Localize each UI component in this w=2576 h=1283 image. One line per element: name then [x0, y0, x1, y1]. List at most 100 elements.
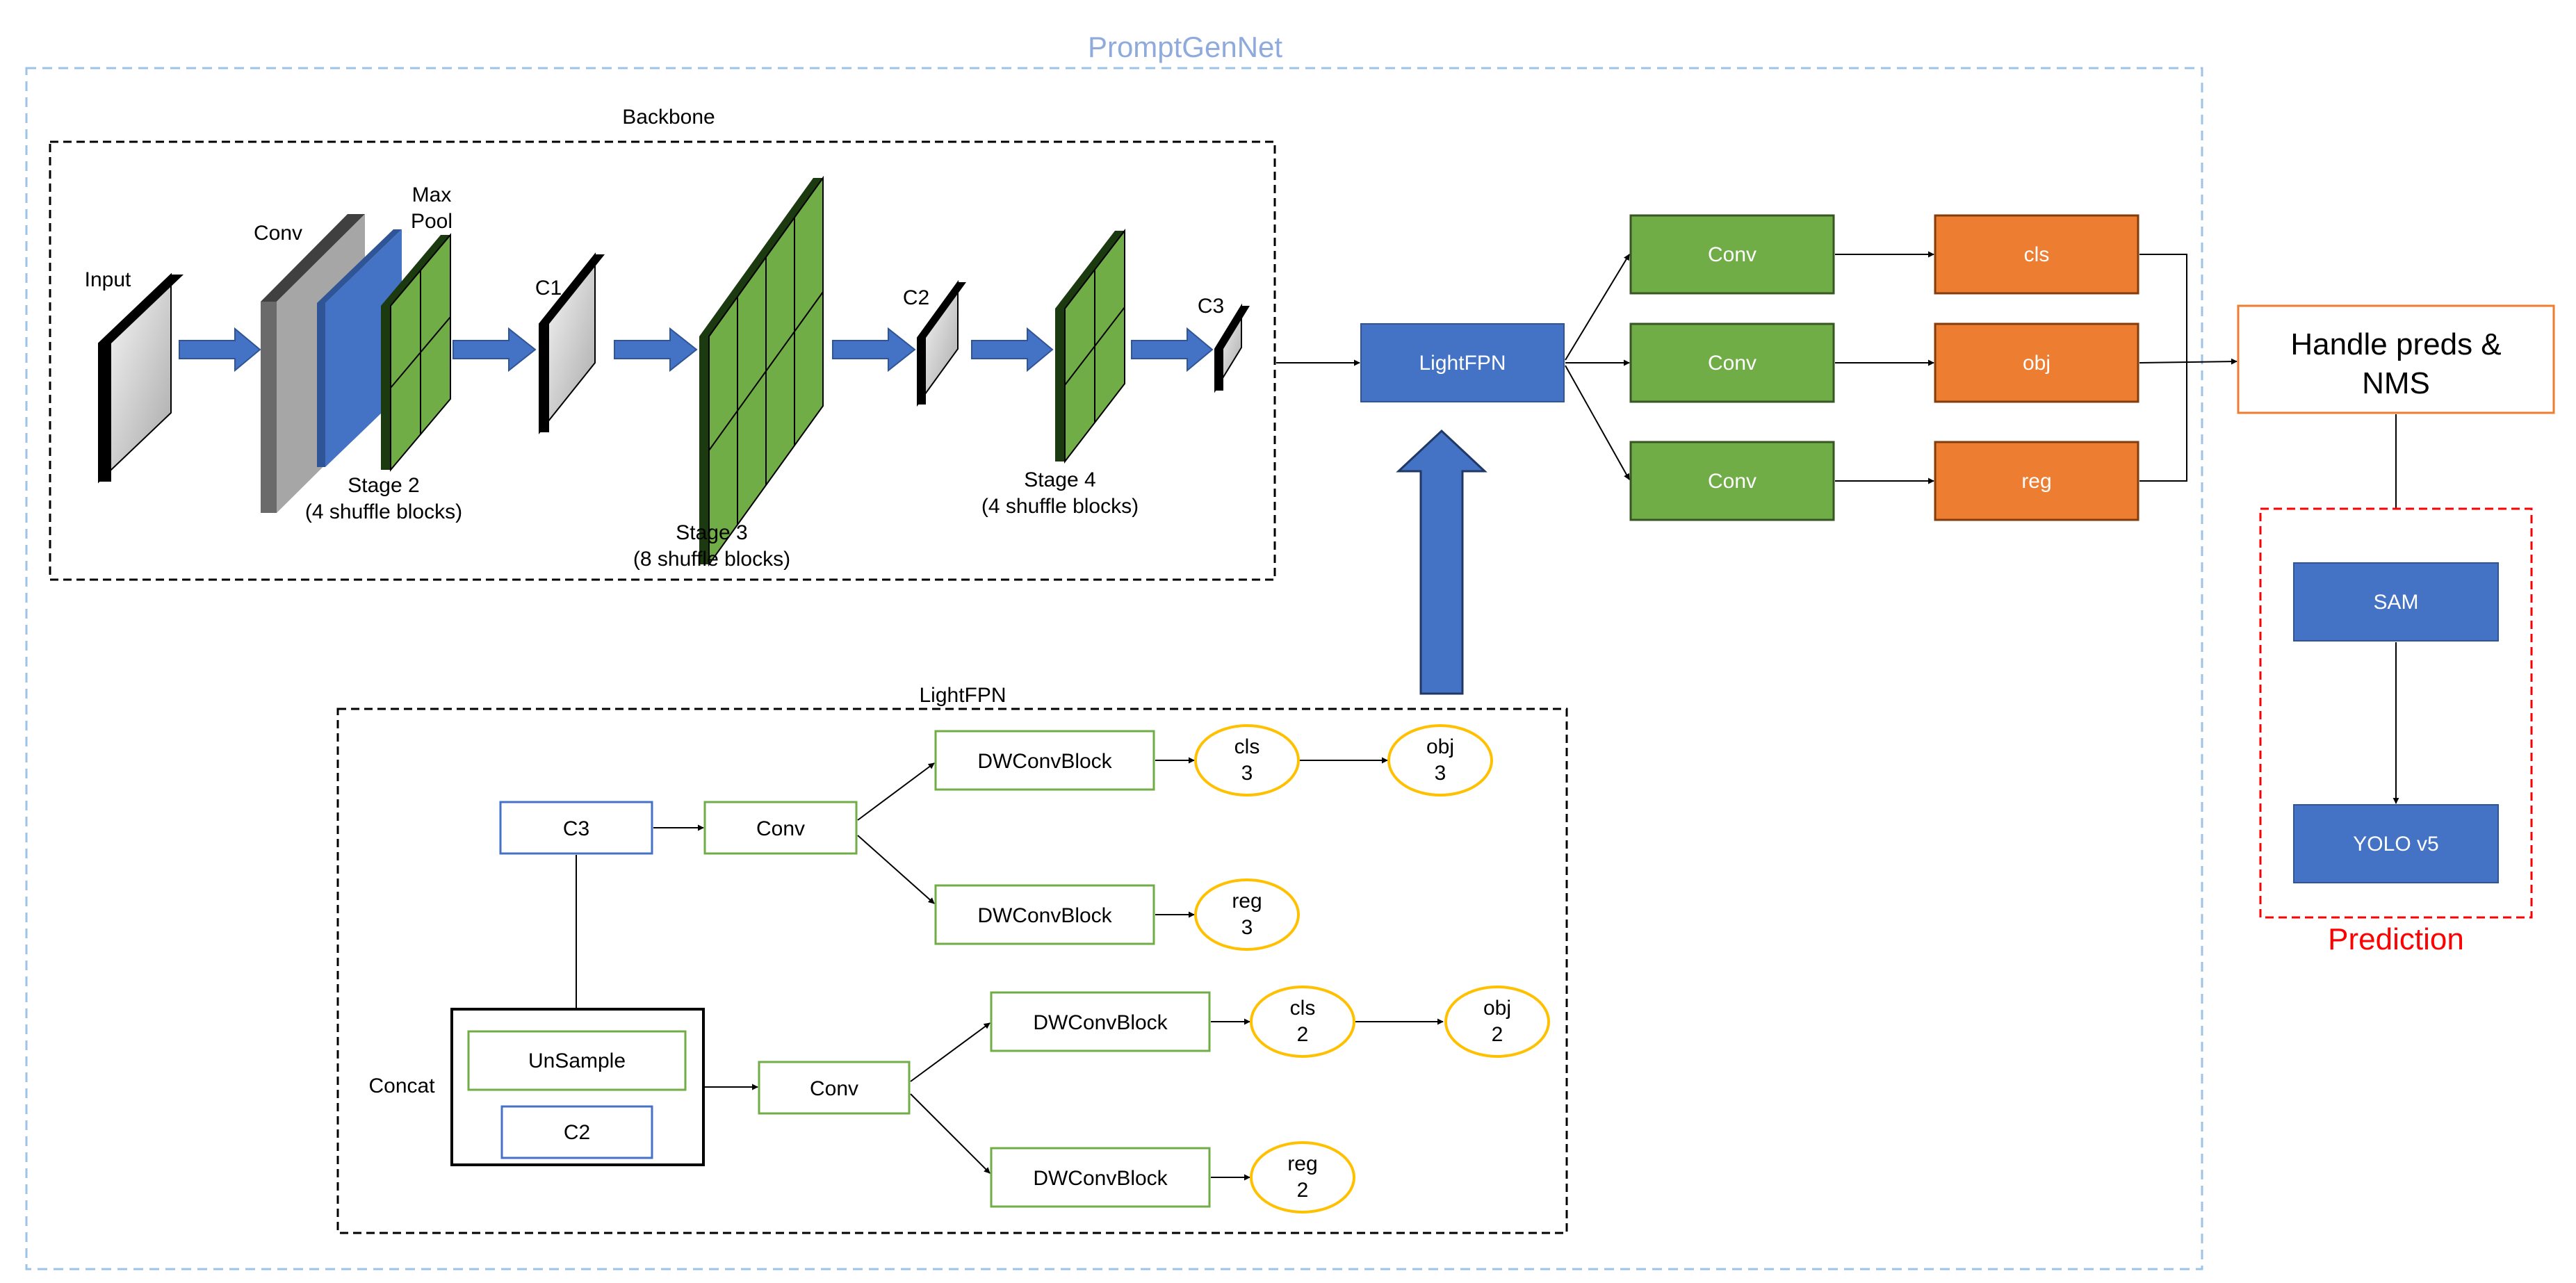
c2-label: C2	[903, 286, 929, 309]
c2-box-label: C2	[564, 1121, 590, 1144]
dwconvblock-1	[934, 730, 1155, 791]
head-cls3-l1: cls	[1234, 735, 1260, 758]
block-arrow	[179, 327, 261, 373]
block-arrow	[1131, 327, 1214, 373]
c1-label: C1	[535, 277, 562, 300]
unsample-label: UnSample	[528, 1049, 626, 1072]
block-arrow	[453, 327, 537, 373]
conv-box-2-label: Conv	[1708, 352, 1756, 375]
head-reg3-l1: reg	[1232, 890, 1262, 913]
head-obj2-l1: obj	[1483, 997, 1511, 1020]
connector-arrow	[2139, 358, 2237, 365]
c3-box	[499, 801, 653, 855]
head-cls3	[1194, 724, 1300, 796]
c3-feature-map	[1214, 303, 1250, 393]
c2-feature-map	[917, 279, 966, 407]
head-obj2-l2: 2	[1492, 1023, 1503, 1046]
unsample-box	[467, 1030, 687, 1091]
yolo-box	[2293, 804, 2499, 883]
connector-arrow	[910, 1022, 991, 1082]
prediction-title: Prediction	[2328, 922, 2464, 956]
head-reg3-l2: 3	[1241, 916, 1253, 939]
head-cls2	[1250, 986, 1355, 1058]
reg-box-label: reg	[2021, 470, 2051, 493]
head-obj3-l1: obj	[1426, 735, 1454, 758]
handle-label-2: NMS	[2362, 366, 2430, 400]
conv-label: Conv	[254, 222, 302, 245]
block-arrow	[614, 327, 698, 373]
stage3-label-1: Stage 3	[676, 521, 747, 544]
dwconvblock-1-label: DWConvBlock	[977, 750, 1112, 773]
stage3-block	[699, 175, 824, 567]
stage4-block	[1055, 229, 1125, 464]
head-cls2-l2: 2	[1297, 1023, 1309, 1046]
conv-box-3	[1629, 441, 1835, 521]
c2-box	[500, 1105, 653, 1159]
head-reg2-l1: reg	[1287, 1152, 1317, 1175]
stage4-label-2: (4 shuffle blocks)	[981, 495, 1139, 518]
dwconvblock-3	[990, 991, 1211, 1052]
stage2-label-1: Stage 2	[348, 474, 419, 497]
stage2-label-2: (4 shuffle blocks)	[305, 500, 462, 523]
conv-top-box	[703, 801, 858, 855]
input-feature-map	[98, 272, 184, 484]
dwconvblock-4-label: DWConvBlock	[1033, 1167, 1168, 1190]
conv-box-1	[1629, 214, 1835, 295]
head-reg2-l2: 2	[1297, 1179, 1309, 1202]
c3-label: C3	[1198, 295, 1224, 318]
yolo-label: YOLO v5	[2353, 833, 2438, 856]
cls-box-label: cls	[2024, 243, 2050, 266]
c1-feature-map	[539, 252, 605, 434]
reg-box	[1934, 441, 2139, 521]
conv-box-2	[1629, 322, 1835, 403]
head-reg3	[1194, 879, 1300, 951]
connector-arrow	[1565, 254, 1630, 361]
conv-top-label: Conv	[756, 817, 805, 840]
lightfpn-detail-frame	[336, 708, 1568, 1234]
c3-box-label: C3	[563, 817, 589, 840]
handle-label-1: Handle preds &	[2290, 327, 2501, 361]
connector-arrow	[857, 835, 935, 904]
head-obj3-l2: 3	[1435, 762, 1446, 785]
handle-preds-nms-box	[2237, 304, 2555, 414]
obj-box	[1934, 322, 2139, 403]
connector-arrow	[1565, 365, 1630, 480]
conv-box-3-label: Conv	[1708, 470, 1756, 493]
dwconvblock-2	[934, 884, 1155, 945]
promptgennet-title: PromptGenNet	[1088, 31, 1282, 63]
block-arrow	[832, 327, 916, 373]
head-cls3-l2: 3	[1241, 762, 1253, 785]
cls-box	[1934, 214, 2139, 295]
backbone-frame	[49, 140, 1276, 581]
upward-block-arrow	[1396, 429, 1487, 695]
connector-line	[2139, 254, 2187, 482]
lightfpn-label: LightFPN	[1419, 352, 1506, 375]
connector-arrow	[910, 1093, 991, 1174]
concat-label: Concat	[368, 1074, 435, 1097]
head-obj2	[1444, 986, 1550, 1058]
prediction-frame	[2259, 507, 2533, 919]
maxpool-label-2: Pool	[411, 210, 453, 233]
input-label: Input	[85, 268, 131, 291]
obj-box-label: obj	[2023, 352, 2051, 375]
dwconvblock-2-label: DWConvBlock	[977, 904, 1112, 927]
stage4-label-1: Stage 4	[1024, 468, 1095, 491]
conv-bottom-label: Conv	[810, 1077, 858, 1100]
lightfpn-detail-title: LightFPN	[919, 684, 1006, 707]
stage3-label-2: (8 shuffle blocks)	[633, 548, 790, 571]
conv-box-1-label: Conv	[1708, 243, 1756, 266]
dwconvblock-3-label: DWConvBlock	[1033, 1011, 1168, 1034]
maxpool-label-1: Max	[412, 183, 452, 206]
block-arrow	[971, 327, 1054, 373]
head-reg2	[1250, 1141, 1355, 1213]
head-cls2-l1: cls	[1290, 997, 1316, 1020]
backbone-title: Backbone	[622, 106, 715, 129]
promptgennet-frame	[25, 67, 2203, 1270]
sam-box	[2293, 562, 2499, 642]
lightfpn-box	[1360, 323, 1565, 402]
maxpool-block	[381, 233, 451, 472]
head-obj3	[1387, 724, 1493, 796]
dwconvblock-4	[990, 1147, 1211, 1208]
connector-arrow	[857, 762, 935, 821]
